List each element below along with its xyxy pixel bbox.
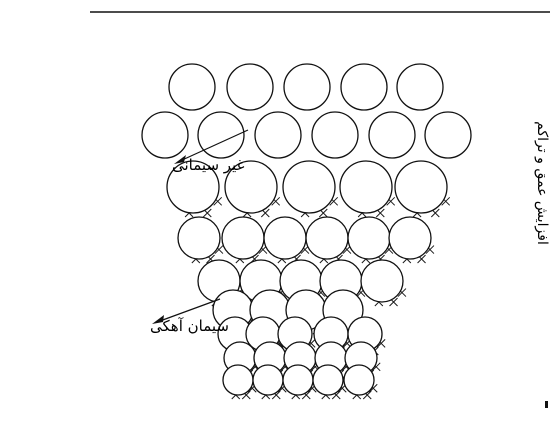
grain-circle — [397, 64, 443, 110]
lime-cement-label: سیمان آهکی — [150, 317, 229, 335]
grain-rows — [142, 64, 471, 395]
grain-circle — [341, 64, 387, 110]
grain-circle — [369, 112, 415, 158]
grain-circle — [227, 64, 273, 110]
grain-circle — [264, 217, 306, 259]
grain-circle — [340, 161, 392, 213]
grain-circle — [306, 217, 348, 259]
grain-circle — [223, 365, 253, 395]
grain-circle — [395, 161, 447, 213]
grain-circle — [389, 217, 431, 259]
grain-circle — [344, 365, 374, 395]
depth-axis-label: افزایش عمق و تراکم — [534, 121, 550, 245]
grain-circle — [313, 365, 343, 395]
grain-circle — [284, 64, 330, 110]
grain-circle — [348, 217, 390, 259]
non-cemented-label: غیر سیمانی — [172, 156, 245, 174]
grain-circle — [169, 64, 215, 110]
corner-mark — [545, 401, 548, 408]
grain-circle — [142, 112, 188, 158]
grain-circle — [283, 365, 313, 395]
grain-circle — [283, 161, 335, 213]
grain-circle — [253, 365, 283, 395]
grain-circle — [361, 260, 403, 302]
grain-circle — [312, 112, 358, 158]
grain-circle — [222, 217, 264, 259]
grain-circle — [425, 112, 471, 158]
grain-circle — [178, 217, 220, 259]
grain-circle — [255, 112, 301, 158]
